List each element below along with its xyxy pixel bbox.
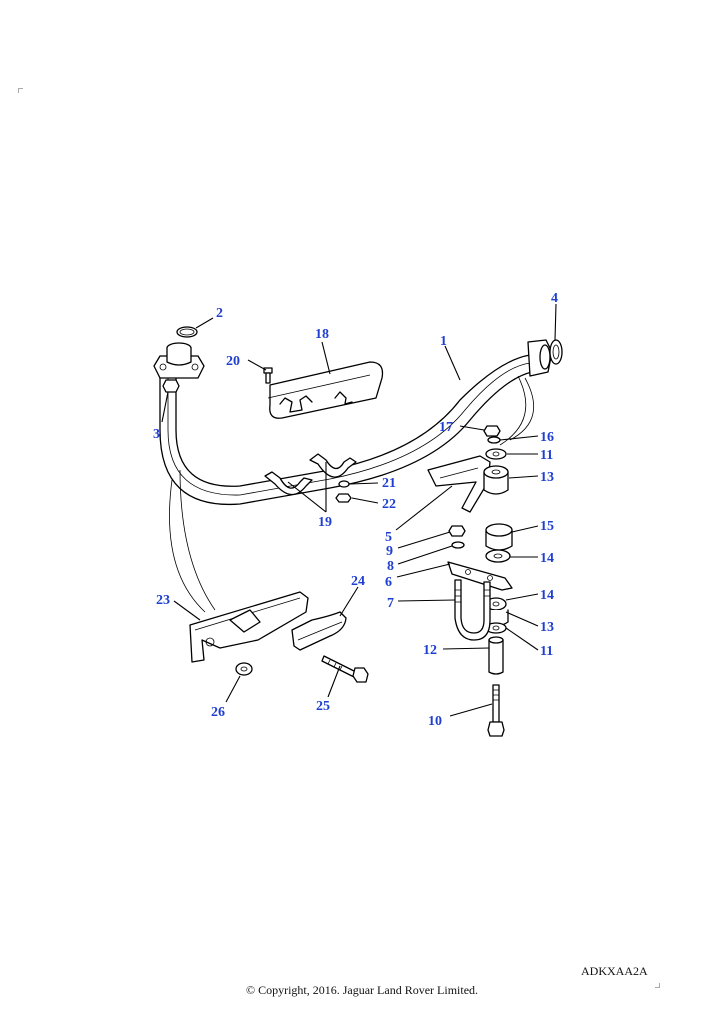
callout-15: 15 [540,519,554,534]
callout-4: 4 [551,291,558,306]
u-bolt [454,579,491,641]
callout-26: 26 [211,705,225,720]
clamp-bolt [321,655,369,683]
spacer-tube [488,636,504,675]
callout-12: 12 [423,643,437,658]
nut-washer-8-9 [448,525,466,549]
callout-8: 8 [387,559,394,574]
callout-13-lower: 13 [540,620,554,635]
callout-22: 22 [382,497,396,512]
pipe-clamps [264,453,357,496]
clamp-strap [291,611,347,651]
mount-bolt [487,684,505,737]
callout-11-lower: 11 [540,644,553,659]
mounting-bracket [427,455,491,513]
callout-6: 6 [385,575,392,590]
corner-mark-bottom-right [655,983,660,988]
callout-21: 21 [382,476,396,491]
sealing-ring [176,326,198,338]
callout-labels: 1 2 3 4 5 6 7 8 9 10 11 11 12 13 13 14 1… [153,291,558,729]
callout-14-lower: 14 [540,588,554,603]
callout-3: 3 [153,427,160,442]
diagram-reference-code: ADKXAA2A [581,964,648,978]
callout-25: 25 [316,699,330,714]
callout-16: 16 [540,430,554,445]
corner-mark-top-left [18,88,23,93]
callout-14-upper: 14 [540,551,554,566]
callout-23: 23 [156,593,170,608]
rubber-mount-assembly [483,425,513,634]
front-bracket [189,591,309,663]
heat-shield [267,361,384,419]
callout-11-upper: 11 [540,448,553,463]
callout-7: 7 [387,596,394,611]
callout-19: 19 [318,515,332,530]
callout-10: 10 [428,714,442,729]
callout-24: 24 [351,574,365,589]
washer-26 [235,662,253,676]
rear-gasket [549,339,563,365]
leader-lines [161,303,557,717]
callout-1: 1 [440,334,447,349]
washer-nut-21-22 [335,480,352,503]
exhaust-pipe [153,339,553,613]
callout-17: 17 [439,420,453,435]
callout-13-upper: 13 [540,470,554,485]
callout-2: 2 [216,306,223,321]
flange-nut [162,379,180,393]
lower-bracket-plate [447,561,513,591]
callout-20: 20 [226,354,240,369]
shield-screw [263,367,273,384]
callout-5: 5 [385,530,392,545]
copyright-notice: © Copyright, 2016. Jaguar Land Rover Lim… [245,983,479,997]
callout-9: 9 [386,544,393,559]
callout-18: 18 [315,327,329,342]
